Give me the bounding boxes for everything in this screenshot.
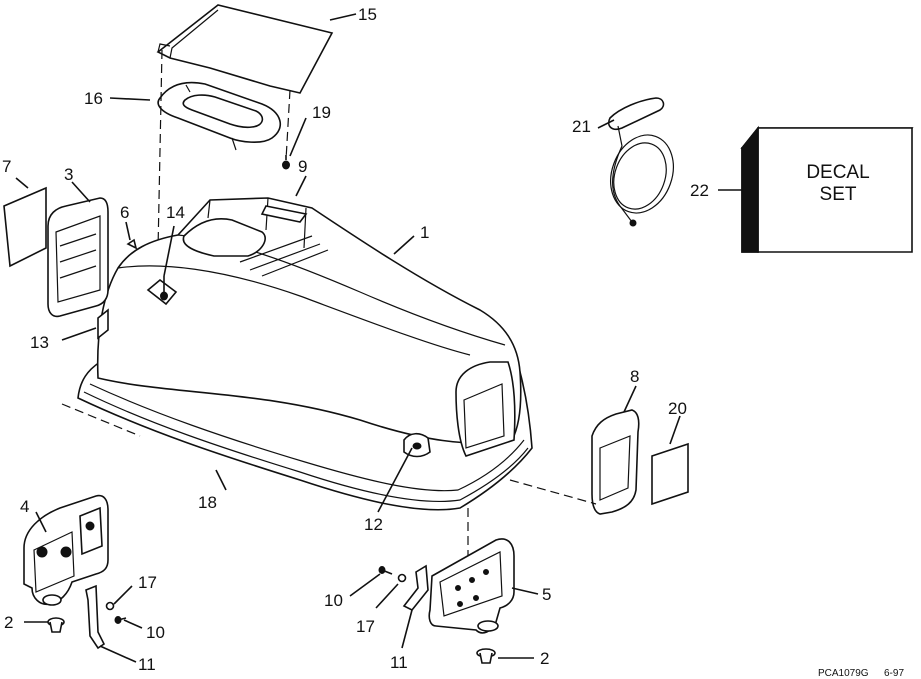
label-part-19: 19 [312, 103, 331, 122]
label-part-14: 14 [166, 203, 185, 222]
alignment-line [61, 403, 141, 437]
alignment-line [285, 89, 291, 161]
alignment-line [157, 49, 163, 251]
label-part-13: 13 [30, 333, 49, 352]
label-part-5: 5 [542, 585, 551, 604]
label-part-4: 4 [20, 497, 29, 516]
label-part-2-right: 2 [540, 649, 549, 668]
part-9-seal [260, 205, 308, 223]
part-10-screw-right [378, 566, 393, 575]
label-part-11-left: 11 [138, 655, 156, 674]
part-8-rear-panel [591, 409, 640, 515]
label-part-12: 12 [364, 515, 383, 534]
part-2-grommet-left [47, 617, 65, 633]
part-17-washer-left [105, 601, 115, 611]
part-7-decal [3, 186, 47, 268]
part-5-bracket [428, 538, 515, 634]
part-10-screw-left [114, 616, 127, 624]
part-11-clip-left [85, 584, 106, 650]
part-19-screw [282, 155, 290, 170]
part-21-harness [607, 97, 674, 227]
label-part-20: 20 [668, 399, 687, 418]
part-11-clip-right [402, 564, 429, 612]
drawing-code: PCA1079G [818, 668, 869, 679]
label-part-11-right: 11 [390, 653, 408, 672]
label-part-17-left: 17 [138, 573, 157, 592]
drawing-date: 6-97 [884, 668, 904, 679]
part-6-nut [126, 238, 138, 250]
part-17-washer-right [397, 573, 407, 583]
label-part-6: 6 [120, 203, 129, 222]
part-3-side-panel [47, 197, 109, 318]
alignment-line [509, 479, 597, 505]
label-part-18: 18 [198, 493, 217, 512]
label-part-17-right: 17 [356, 617, 375, 636]
part-15-top-cover [156, 4, 334, 94]
part-4-bracket [23, 494, 109, 606]
decal-line-2: SET [820, 184, 857, 205]
label-part-2-left: 2 [4, 613, 13, 632]
label-part-1: 1 [420, 223, 429, 242]
label-part-10-left: 10 [146, 623, 165, 642]
label-part-21: 21 [572, 117, 591, 136]
part-22-decal-set-box: DECAL SET [740, 125, 914, 253]
label-part-3: 3 [64, 165, 73, 184]
label-part-9: 9 [298, 157, 307, 176]
part-16-grommet [157, 81, 282, 151]
decal-line-1: DECAL [806, 162, 869, 183]
label-part-15: 15 [358, 5, 377, 24]
label-part-7: 7 [2, 157, 11, 176]
leader-lines [15, 13, 742, 663]
label-part-8: 8 [630, 367, 639, 386]
label-part-10-right: 10 [324, 591, 343, 610]
label-part-22: 22 [690, 181, 709, 200]
label-part-16: 16 [84, 89, 103, 108]
part-2-grommet-right [476, 648, 496, 664]
part-14-screw-clip [146, 276, 178, 306]
part-1-engine-cowl [77, 197, 533, 511]
part-20-decal [651, 442, 689, 506]
